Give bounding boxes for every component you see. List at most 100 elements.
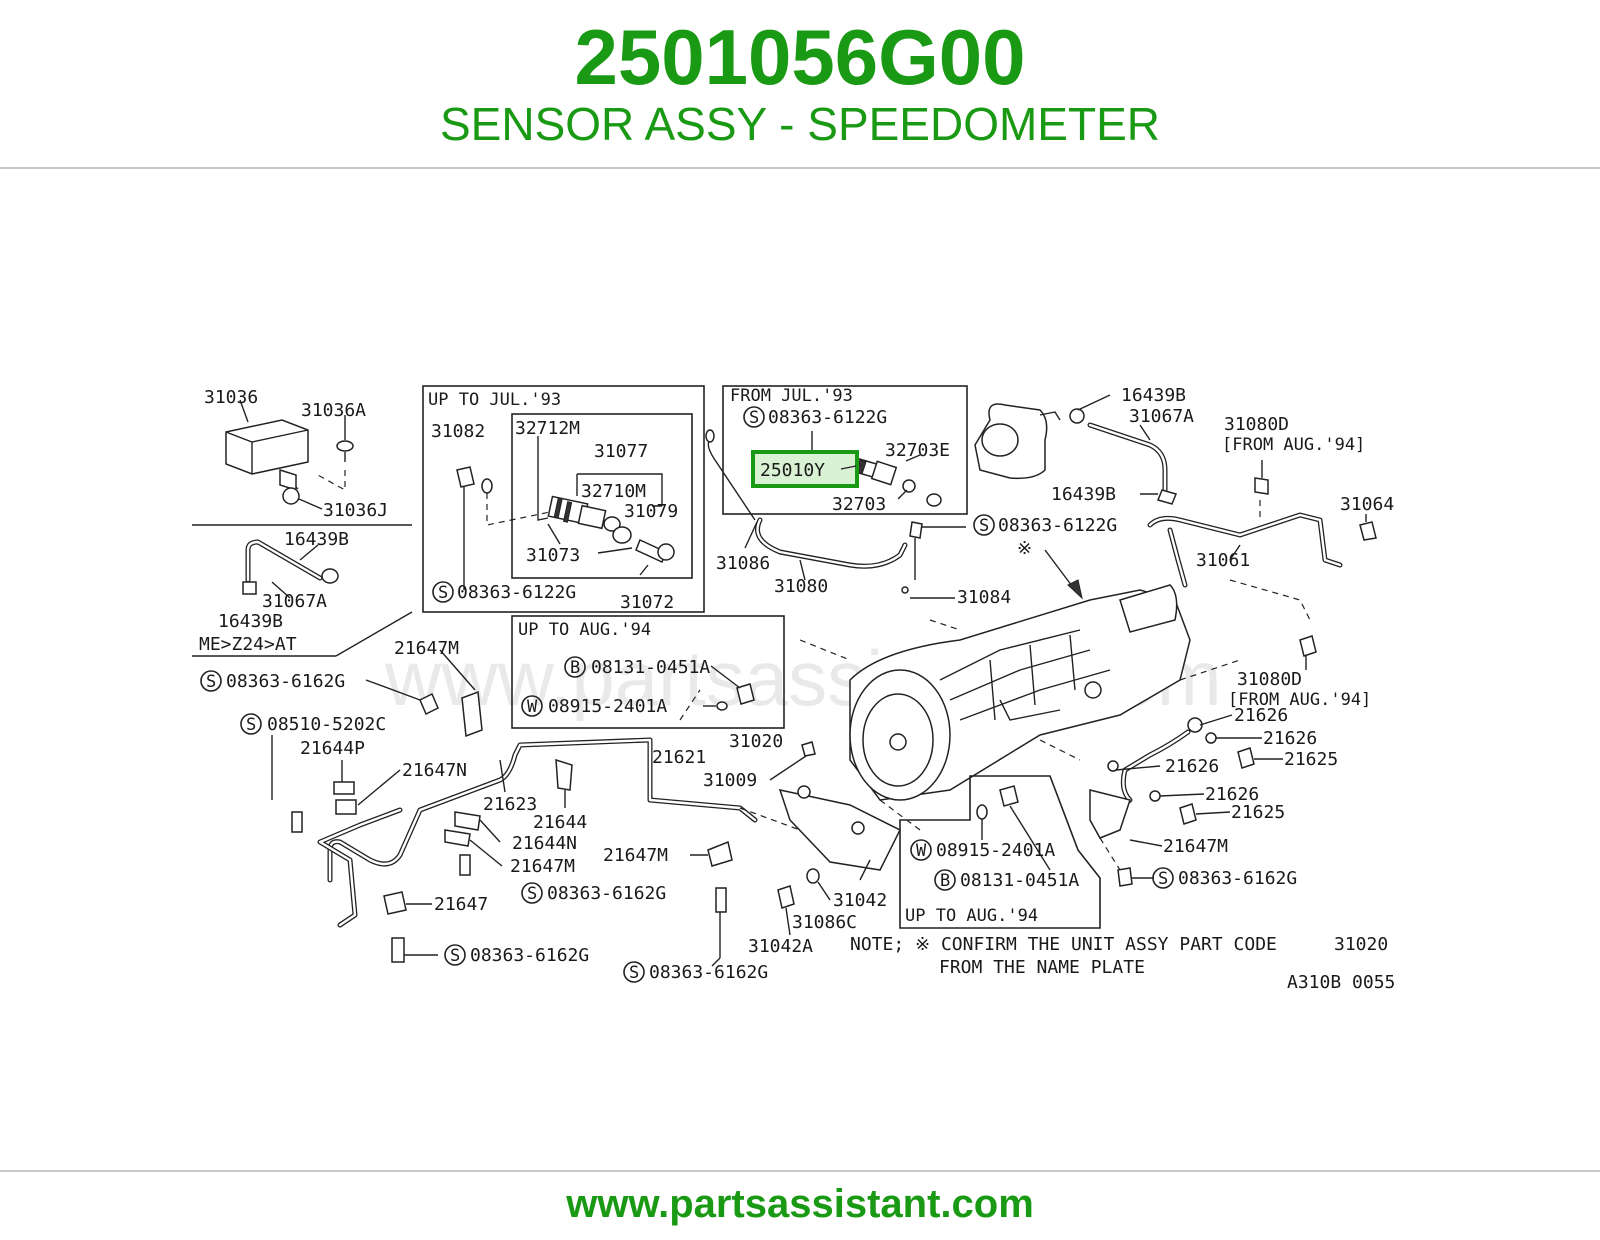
label-31080D-b: 31080D — [1237, 669, 1302, 690]
label-08131-0451A-a: 08131-0451A — [591, 657, 710, 678]
label-16439B-b: 16439B — [218, 611, 283, 632]
note-line-2: FROM THE NAME PLATE — [939, 957, 1145, 978]
label-08363-6162G-c: 08363-6162G — [470, 945, 589, 966]
right-lower-group — [1089, 635, 1317, 887]
circle-symbols: S S S S S B W S S S W B S — [200, 406, 1174, 983]
bolt-31042A — [777, 885, 795, 909]
svg-text:S: S — [1158, 869, 1168, 889]
label-31061: 31061 — [1196, 550, 1250, 571]
washer-31086C — [806, 868, 820, 884]
label-model: ME>Z24>AT — [199, 634, 297, 655]
svg-text:S: S — [629, 963, 639, 983]
clip-21644N — [454, 811, 481, 831]
module-31036-group — [192, 399, 413, 657]
bolt-31082 — [456, 466, 475, 488]
label-21644N: 21644N — [512, 833, 577, 854]
washer-08915-2401A-b — [976, 804, 988, 820]
footer-website-link[interactable]: www.partsassistant.com — [566, 1182, 1034, 1226]
label-31072: 31072 — [620, 592, 674, 613]
clamp-16439B-c — [1069, 408, 1085, 424]
bracket-21647N — [335, 799, 357, 815]
svg-text:S: S — [206, 672, 216, 692]
label-08363-6122G-c: 08363-6122G — [998, 515, 1117, 536]
label-08363-6162G-d: 08363-6162G — [649, 962, 768, 983]
label-21625-a: 21625 — [1284, 749, 1338, 770]
svg-text:W: W — [527, 697, 538, 717]
washer-21626-c — [1107, 760, 1119, 772]
label-08131-0451A-b: 08131-0451A — [960, 870, 1079, 891]
label-31067A-a: 31067A — [262, 591, 327, 612]
label-31036J: 31036J — [323, 500, 388, 521]
svg-text:S: S — [438, 583, 448, 603]
label-up-to-aug-94-a: UP TO AUG.'94 — [518, 620, 651, 640]
washer-21626-d — [1149, 790, 1161, 802]
label-31086: 31086 — [716, 553, 770, 574]
label-21626-c: 21626 — [1165, 756, 1219, 777]
label-from-jul-93: FROM JUL.'93 — [730, 386, 853, 406]
box-from-jul-93 — [722, 385, 968, 515]
label-08363-6122G-a: 08363-6122G — [457, 582, 576, 603]
label-31079: 31079 — [624, 501, 678, 522]
label-08363-6122G-b: 08363-6122G — [768, 407, 887, 428]
washer-21626-a — [1187, 717, 1203, 733]
label-31077: 31077 — [594, 441, 648, 462]
label-31086C: 31086C — [792, 912, 857, 933]
cover-31042 — [778, 788, 902, 871]
clamp-16439B-d — [1156, 489, 1178, 505]
label-08363-6162G-e: 08363-6162G — [1178, 868, 1297, 889]
control-module-31036 — [225, 419, 309, 475]
label-31073: 31073 — [526, 545, 580, 566]
svg-text:B: B — [570, 658, 580, 678]
upper-right-group: ※ — [974, 394, 1377, 621]
footer-divider — [0, 1170, 1600, 1172]
plug-31009 — [801, 741, 816, 757]
label-08363-6162G-a: 08363-6162G — [226, 671, 345, 692]
label-21647M-c: 21647M — [603, 845, 668, 866]
bracket-21647M-c — [707, 840, 733, 867]
nut-31036J — [282, 487, 300, 505]
label-21621: 21621 — [652, 747, 706, 768]
label-21647: 21647 — [434, 894, 488, 915]
svg-text:S: S — [450, 946, 460, 966]
svg-text:S: S — [527, 884, 537, 904]
label-08510-5202C: 08510-5202C — [267, 714, 386, 735]
label-08915-2401A-b: 08915-2401A — [936, 840, 1055, 861]
figure-id: A310B 0055 — [1287, 972, 1395, 993]
label-21626-b: 21626 — [1263, 728, 1317, 749]
label-31080D-a: 31080D — [1224, 414, 1289, 435]
note-line-1: NOTE; ※ CONFIRM THE UNIT ASSY PART CODE — [850, 934, 1277, 955]
clamp-16439B-a — [321, 568, 339, 584]
bolt-21625-a — [1237, 747, 1255, 769]
label-25010Y[interactable]: 25010Y — [760, 460, 825, 481]
bolt-08131-0451A — [736, 683, 755, 705]
bolt-08363-6162G-c — [391, 937, 405, 963]
label-31082: 31082 — [431, 421, 485, 442]
bracket-21644 — [555, 758, 573, 791]
label-31042: 31042 — [833, 890, 887, 911]
label-31042A: 31042A — [748, 936, 813, 957]
highlight-25010Y[interactable]: 25010Y — [751, 450, 859, 488]
part-labels: 31036 31036A 31036J 16439B 31067A 16439B… — [199, 385, 1395, 993]
oring-32703 — [902, 479, 916, 493]
lower-middle-group — [679, 689, 921, 967]
label-21644: 21644 — [533, 812, 587, 833]
bolt-08363-6162G-b — [459, 854, 471, 876]
note-code: 31020 — [1334, 934, 1388, 955]
grommet-31036A — [336, 440, 354, 452]
label-32712M: 32712M — [515, 418, 580, 439]
box-up-to-jul-93 — [422, 385, 705, 613]
label-up-to-jul-93: UP TO JUL.'93 — [428, 390, 561, 410]
label-from-aug-94-a: [FROM AUG.'94] — [1222, 435, 1365, 455]
page-header: 2501056G00 SENSOR ASSY - SPEEDOMETER — [0, 0, 1600, 168]
label-32703E: 32703E — [885, 440, 950, 461]
label-21626-a: 21626 — [1234, 705, 1288, 726]
fitting-31064 — [1359, 521, 1377, 541]
label-21647M-b: 21647M — [510, 856, 575, 877]
highlight-frame — [751, 450, 859, 488]
svg-text:S: S — [979, 516, 989, 536]
box-up-to-aug-94-b — [899, 775, 1101, 929]
oil-cooler-tubes — [271, 649, 758, 963]
bolt-08131-0451A-b — [999, 785, 1019, 807]
clamp-16439B-b — [242, 581, 257, 595]
